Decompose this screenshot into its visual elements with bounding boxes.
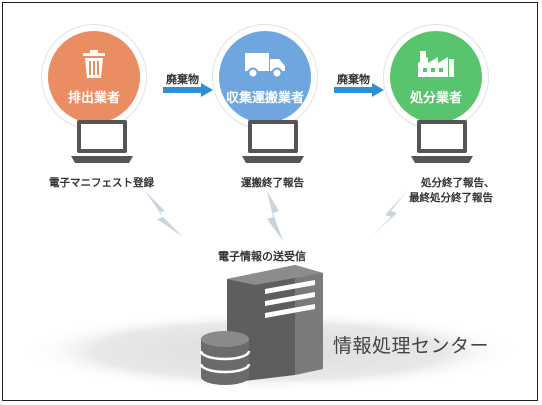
- caption-final-disposal-report: 最終処分終了報告: [409, 192, 493, 204]
- transporter-label: 収集運搬業者: [225, 91, 304, 106]
- truck-icon: [219, 49, 311, 79]
- data-transmission-label: 電子情報の送受信: [218, 250, 306, 263]
- lightning-icon: [371, 191, 407, 237]
- discharger-circle: 排出業者: [42, 25, 146, 129]
- factory-icon: [390, 49, 482, 79]
- caption-manifest-registration: 電子マニフェスト登録: [49, 177, 154, 189]
- laptop-icon: [71, 120, 133, 163]
- database-icon: [199, 331, 251, 385]
- disposer-label: 処分業者: [409, 91, 462, 106]
- arrow-right-icon: [163, 83, 213, 97]
- diagram-frame: 排出業者 収集運搬業者 処分業者 廃棄物: [2, 2, 538, 401]
- disposer-circle: 処分業者: [384, 25, 488, 129]
- laptop-icon: [411, 120, 473, 163]
- waste-label-2: 廃棄物: [337, 73, 370, 86]
- caption-disposal-report: 処分終了報告、: [421, 177, 495, 189]
- laptop-icon: [242, 120, 304, 163]
- waste-label-1: 廃棄物: [166, 73, 199, 86]
- lightning-icon: [267, 191, 283, 241]
- lightning-icon: [145, 191, 183, 237]
- transporter-circle: 収集運搬業者: [213, 25, 317, 129]
- trash-can-icon: [48, 49, 140, 79]
- discharger-label: 排出業者: [67, 91, 120, 106]
- info-processing-center-label: 情報処理センター: [333, 335, 490, 357]
- arrow-right-icon: [334, 83, 384, 97]
- caption-transport-report: 運搬終了報告: [241, 177, 304, 189]
